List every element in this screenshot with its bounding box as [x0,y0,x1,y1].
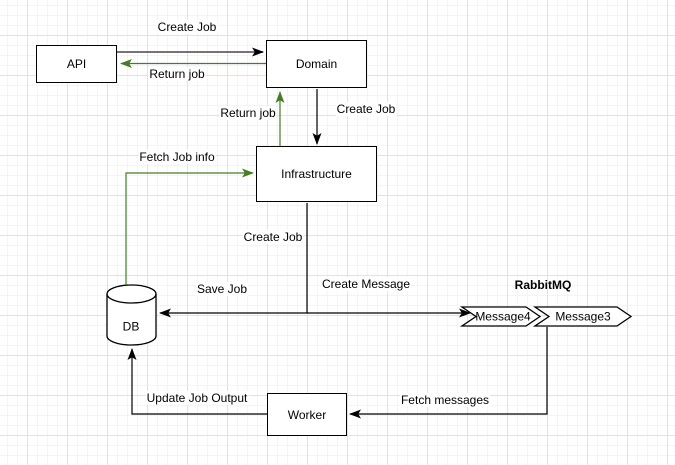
edge-worker-to-db[interactable] [127,348,267,415]
node-api[interactable]: API [36,45,117,83]
node-api-label: API [66,57,87,71]
message4-step[interactable] [459,306,542,327]
edge-label-fetch-messages: Fetch messages [399,393,491,407]
db-label: DB [122,319,140,334]
message3-label: Message3 [555,309,611,324]
edge-label-create-job-domain: Create Job [335,102,397,116]
edge-db-to-infrastructure[interactable] [125,168,254,285]
edge-label-fetch-job-info: Fetch Job info [138,150,216,164]
edge-label-return-job-api: Return job [148,67,206,81]
edge-label-update-job-output: Update Job Output [145,391,249,405]
message3-step[interactable] [532,306,633,327]
rabbitmq-label: RabbitMQ [514,278,572,292]
edge-message3-to-worker[interactable] [349,327,548,419]
node-worker-label: Worker [287,407,327,422]
edge-label-save-job: Save Job [195,282,249,296]
edge-label-create-message: Create Message [320,277,412,291]
edge-label-create-job-lower: Create Job [242,230,304,244]
node-worker[interactable]: Worker [267,393,347,436]
edge-label-create-job-api: Create Job [156,20,218,34]
node-domain[interactable]: Domain [266,40,367,88]
edge-label-return-job-infra: Return job [219,106,277,120]
node-infrastructure[interactable]: Infrastructure [256,146,377,202]
node-domain-label: Domain [295,57,338,71]
node-infrastructure-label: Infrastructure [281,167,352,181]
edge-infrastructure-to-db[interactable] [159,203,308,318]
db-cylinder[interactable] [106,284,157,346]
message4-label: Message4 [475,309,531,324]
